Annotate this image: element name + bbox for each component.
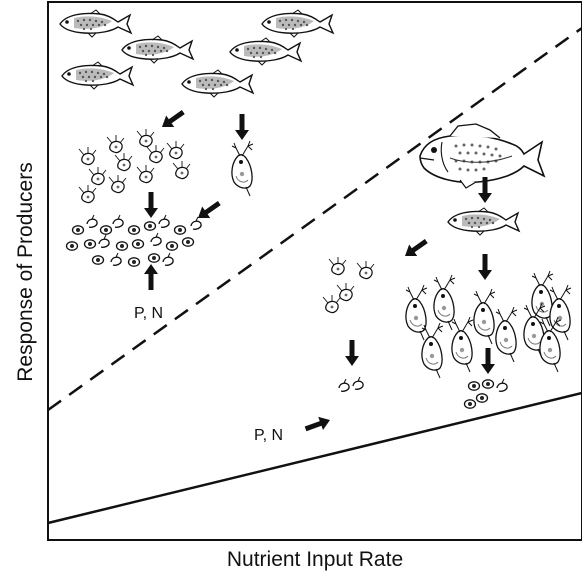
algae-cell-icon [162,252,174,266]
algae-cell-icon [112,214,124,228]
daphnia-icon [231,140,254,197]
solid-boundary-line [47,391,582,525]
planktivorous-fish-icon [229,37,302,66]
small-zooplankton-icon [136,164,155,184]
planktivorous-fish-icon [59,9,132,38]
algae-cell-icon [91,255,105,265]
algae-cell-icon [475,393,489,403]
algae-cell-icon [181,237,195,247]
zooplankton-cluster-upper [78,128,254,204]
algae-cell-icon [83,239,97,249]
algae-cell-icon [165,241,179,251]
algae-cell-icon [481,379,495,389]
daphnia-icon [495,306,518,363]
algae-cell-icon [98,234,110,248]
algae-cell-icon [127,257,141,267]
algae-cell-icon [71,225,85,235]
y-axis-label: Response of Producers [14,162,37,382]
planktivorous-fish-icon [181,69,254,98]
small-zooplankton-icon [106,134,125,154]
phytoplankton-cluster-upper [65,214,202,267]
phytoplankton-cluster-lower [338,376,508,409]
planktivore-school [59,9,334,98]
daphnia-icon [433,274,456,331]
plot-frame [47,1,582,541]
small-zooplankton-icon [78,184,97,204]
dashed-boundary-line [47,26,582,412]
arrow-icon [193,197,224,224]
planktivorous-fish-icon [261,9,334,38]
algae-cell-icon [65,241,79,251]
small-zooplankton-icon [328,256,347,276]
small-zooplankton-cluster-lower [322,256,375,314]
arrow-icon [303,413,333,436]
small-zooplankton-icon [322,294,341,314]
planktivorous-fish-icon [61,61,134,90]
small-zooplankton-icon [114,152,133,172]
algae-cell-icon [150,232,162,246]
algae-cell-icon [127,225,141,235]
small-zooplankton-icon [108,174,127,194]
small-zooplankton-icon [136,128,155,148]
x-axis-label: Nutrient Input Rate [226,548,404,571]
arrow-icon [345,340,359,366]
small-zooplankton-icon [172,160,191,180]
arrow-icon [144,192,158,218]
daphnia-icon [405,284,428,341]
algae-cell-icon [143,221,157,231]
algae-cell-icon [338,378,350,392]
arrow-icon [478,254,492,280]
algae-cell-icon [110,252,122,266]
small-zooplankton-icon [88,166,107,186]
algae-cell-icon [131,239,145,249]
algae-cell-icon [99,225,113,235]
small-zooplankton-icon [146,144,165,164]
small-zooplankton-icon [166,140,185,160]
small-zooplankton-icon [78,146,97,166]
arrow-icon [481,348,495,374]
algae-cell-icon [115,241,129,251]
small-zooplankton-icon [356,260,375,280]
algae-cell-icon [86,214,98,228]
daphnia-icon [421,322,444,379]
algae-cell-icon [352,376,364,390]
arrow-icon [400,235,431,262]
algae-cell-icon [173,225,187,235]
arrow-icon [235,114,249,140]
algae-cell-icon [147,253,161,263]
planktivorous-fish-icon [447,207,520,236]
algae-cell-icon [190,216,202,230]
algae-cell-icon [158,214,170,228]
daphnia-icon [451,316,474,373]
daphnia-icon [473,288,496,345]
nutrient-label-lower: P, N [254,427,283,444]
planktivorous-fish-icon [121,35,194,64]
algae-cell-icon [463,399,477,409]
algae-cell-icon [496,378,508,392]
piscivorous-fish-icon [419,123,545,189]
arrow-icon [144,264,158,290]
daphnia-icon [549,284,572,341]
algae-cell-icon [467,381,481,391]
nutrient-label-upper: P, N [134,305,163,322]
arrow-icon [157,106,188,133]
